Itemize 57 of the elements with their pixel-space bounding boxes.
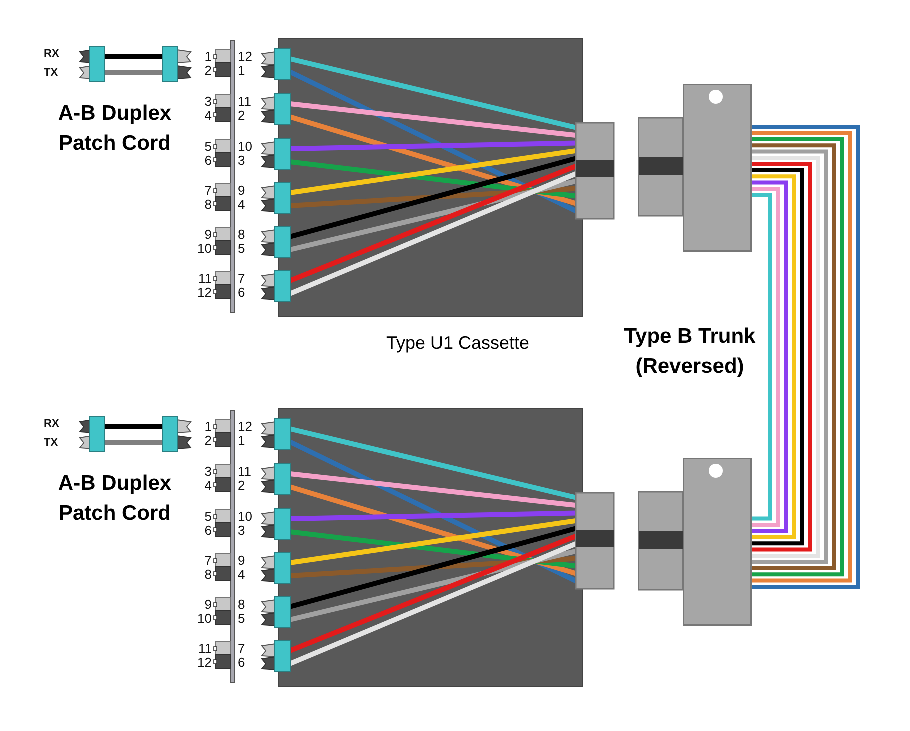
cassette-caption: Type U1 Cassette: [385, 332, 531, 354]
fiber-number: 5: [238, 242, 246, 256]
fiber-number: 7: [238, 272, 246, 286]
port-number: 4: [204, 109, 212, 123]
fiber-number: 10: [238, 510, 252, 524]
fiber-number: 11: [238, 95, 252, 109]
fiber-number: 3: [238, 154, 246, 168]
trunk-cable: [752, 125, 860, 589]
fiber-number: 12: [238, 50, 252, 64]
port-number: 12: [198, 656, 212, 670]
port-number: 7: [204, 184, 212, 198]
fiber-number: 4: [238, 568, 246, 582]
port-number: 6: [204, 524, 212, 538]
port-number: 5: [204, 140, 212, 154]
fiber-number: 1: [238, 434, 246, 448]
port-number: 1: [204, 420, 212, 434]
cable-title: Type B Trunk (Reversed): [623, 324, 757, 380]
fiber-number: 6: [238, 656, 246, 670]
port-number: 10: [198, 612, 212, 626]
fiber-number: 2: [238, 109, 246, 123]
port-number: 8: [204, 568, 212, 582]
port-number: 2: [204, 434, 212, 448]
port-number: 9: [204, 598, 212, 612]
fiber-number: 10: [238, 140, 252, 154]
cord-title: A-B Duplex Patch Cord: [57, 471, 173, 527]
port-number: 2: [204, 64, 212, 78]
port-number: 4: [204, 479, 212, 493]
port-number: 3: [204, 465, 212, 479]
fiber-number: 8: [238, 598, 246, 612]
port-number: 11: [198, 642, 212, 656]
fiber-number: 3: [238, 524, 246, 538]
port-number: 6: [204, 154, 212, 168]
fiber-number: 4: [238, 198, 246, 212]
port-number: 8: [204, 198, 212, 212]
port-number: 7: [204, 554, 212, 568]
signal-label: RX: [44, 47, 60, 61]
port-number: 12: [198, 286, 212, 300]
signal-label: TX: [44, 436, 58, 450]
fiber-number: 1: [238, 64, 246, 78]
signal-label: TX: [44, 66, 58, 80]
port-number: 10: [198, 242, 212, 256]
signal-label: RX: [44, 417, 60, 431]
port-number: 9: [204, 228, 212, 242]
port-number: 5: [204, 510, 212, 524]
fiber-number: 9: [238, 184, 246, 198]
fiber-number: 12: [238, 420, 252, 434]
fiber-number: 8: [238, 228, 246, 242]
fiber-number: 7: [238, 642, 246, 656]
port-number: 11: [198, 272, 212, 286]
fiber-number: 6: [238, 286, 246, 300]
cord-title: A-B Duplex Patch Cord: [57, 101, 173, 157]
fiber-number: 11: [238, 465, 252, 479]
port-number: 3: [204, 95, 212, 109]
fiber-number: 2: [238, 479, 246, 493]
port-number: 1: [204, 50, 212, 64]
fiber-number: 9: [238, 554, 246, 568]
fiber-number: 5: [238, 612, 246, 626]
